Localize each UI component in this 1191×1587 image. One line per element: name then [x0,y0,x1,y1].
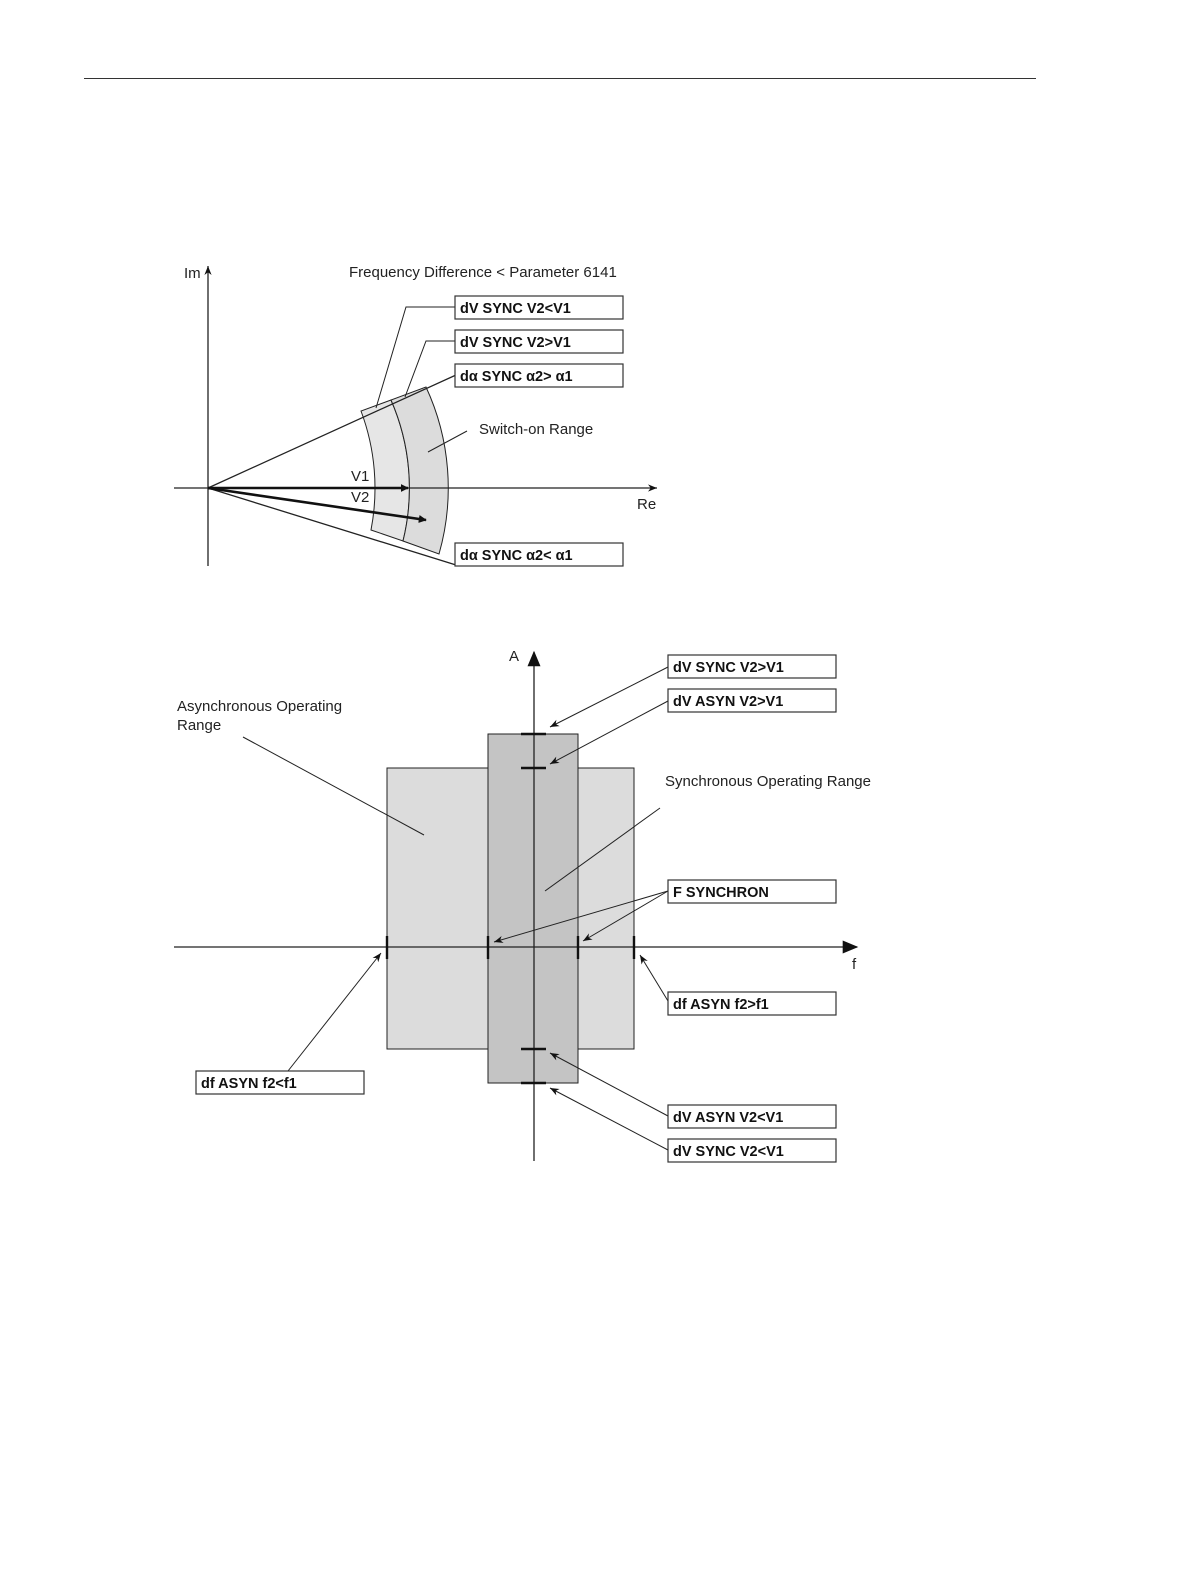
box-da-sync-a2-lt-a1: dα SYNC α2< α1 [455,543,623,566]
svg-text:dα SYNC α2> α1: dα SYNC α2> α1 [460,369,573,385]
v2-label: V2 [351,489,369,506]
box-df-asyn-f2-gt-f1: df ASYN f2>f1 [668,992,836,1015]
box-dv-sync-v2-lt-v1-2: dV SYNC V2<V1 [668,1139,836,1162]
box-dv-asyn-v2-gt-v1: dV ASYN V2>V1 [668,689,836,712]
async-range-label-line2: Range [177,717,221,734]
svg-text:dV SYNC V2>V1: dV SYNC V2>V1 [460,335,571,351]
re-axis-label: Re [637,496,656,513]
v1-label: V1 [351,468,369,485]
sync-range-label: Synchronous Operating Range [665,773,871,790]
operating-range-diagram: A f Asynchronous Operating Range Synchro… [174,648,871,1162]
box-df-asyn-f2-lt-f1: df ASYN f2<f1 [196,1071,364,1094]
svg-text:dV ASYN V2>V1: dV ASYN V2>V1 [673,694,783,710]
a-axis-label: A [509,648,519,665]
svg-text:df ASYN f2>f1: df ASYN f2>f1 [673,997,769,1013]
f-axis-label: f [852,956,857,973]
svg-text:dV SYNC V2>V1: dV SYNC V2>V1 [673,660,784,676]
svg-text:F SYNCHRON: F SYNCHRON [673,885,769,901]
synchronous-operating-range [488,734,578,1083]
svg-text:dα SYNC α2< α1: dα SYNC α2< α1 [460,548,573,564]
svg-text:dV SYNC V2<V1: dV SYNC V2<V1 [460,301,571,317]
box-dv-asyn-v2-lt-v1: dV ASYN V2<V1 [668,1105,836,1128]
box-dv-sync-v2-gt-v1-2: dV SYNC V2>V1 [668,655,836,678]
svg-text:dV ASYN V2<V1: dV ASYN V2<V1 [673,1110,783,1126]
phasor-diagram: Im Re V1 V2 Frequency Difference < Param… [174,264,657,566]
box-dv-sync-v2-gt-v1: dV SYNC V2>V1 [455,330,623,353]
diagram1-title: Frequency Difference < Parameter 6141 [349,264,617,281]
leader-dv-sync-v2-gt-v1 [405,341,455,397]
box-f-synchron: F SYNCHRON [668,880,836,903]
async-range-label-line1: Asynchronous Operating [177,698,342,715]
svg-text:df ASYN f2<f1: df ASYN f2<f1 [201,1076,297,1092]
box-dv-sync-v2-lt-v1: dV SYNC V2<V1 [455,296,623,319]
im-axis-label: Im [184,265,201,282]
box-da-sync-a2-gt-a1: dα SYNC α2> α1 [455,364,623,387]
svg-text:dV SYNC V2<V1: dV SYNC V2<V1 [673,1144,784,1160]
switch-on-range-label: Switch-on Range [479,421,593,438]
